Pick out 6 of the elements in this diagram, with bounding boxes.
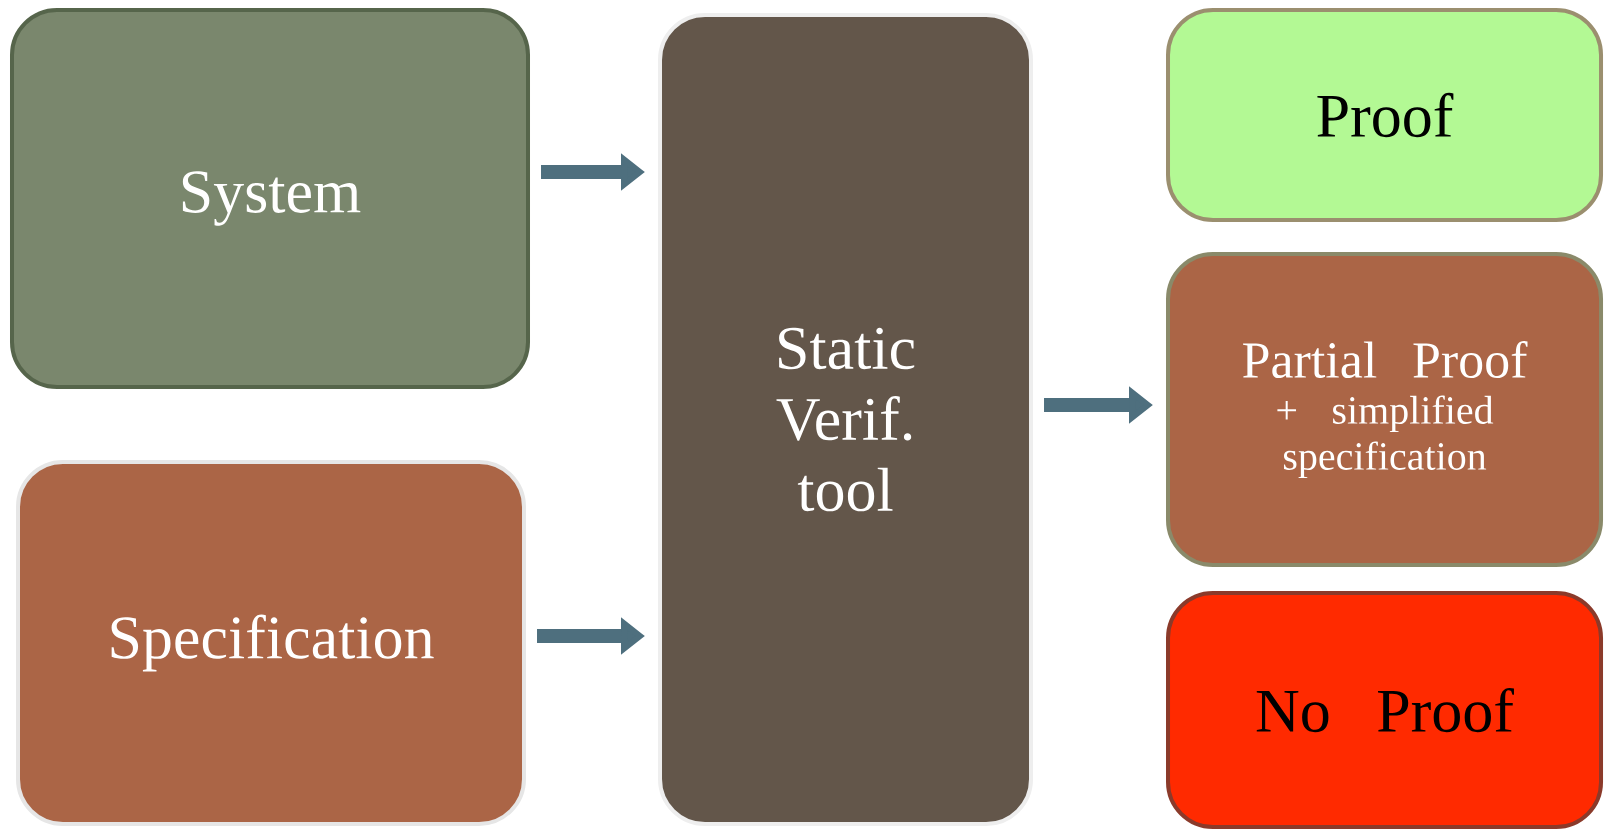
- result-box: Proof: [1166, 8, 1603, 222]
- system-box: System: [10, 8, 530, 389]
- specification-box: Specification: [16, 460, 526, 826]
- result-box: No Proof: [1166, 591, 1603, 829]
- tool-box: Static Verif. tool: [658, 13, 1033, 826]
- result-box: Partial Proof + simplified specification: [1166, 252, 1603, 567]
